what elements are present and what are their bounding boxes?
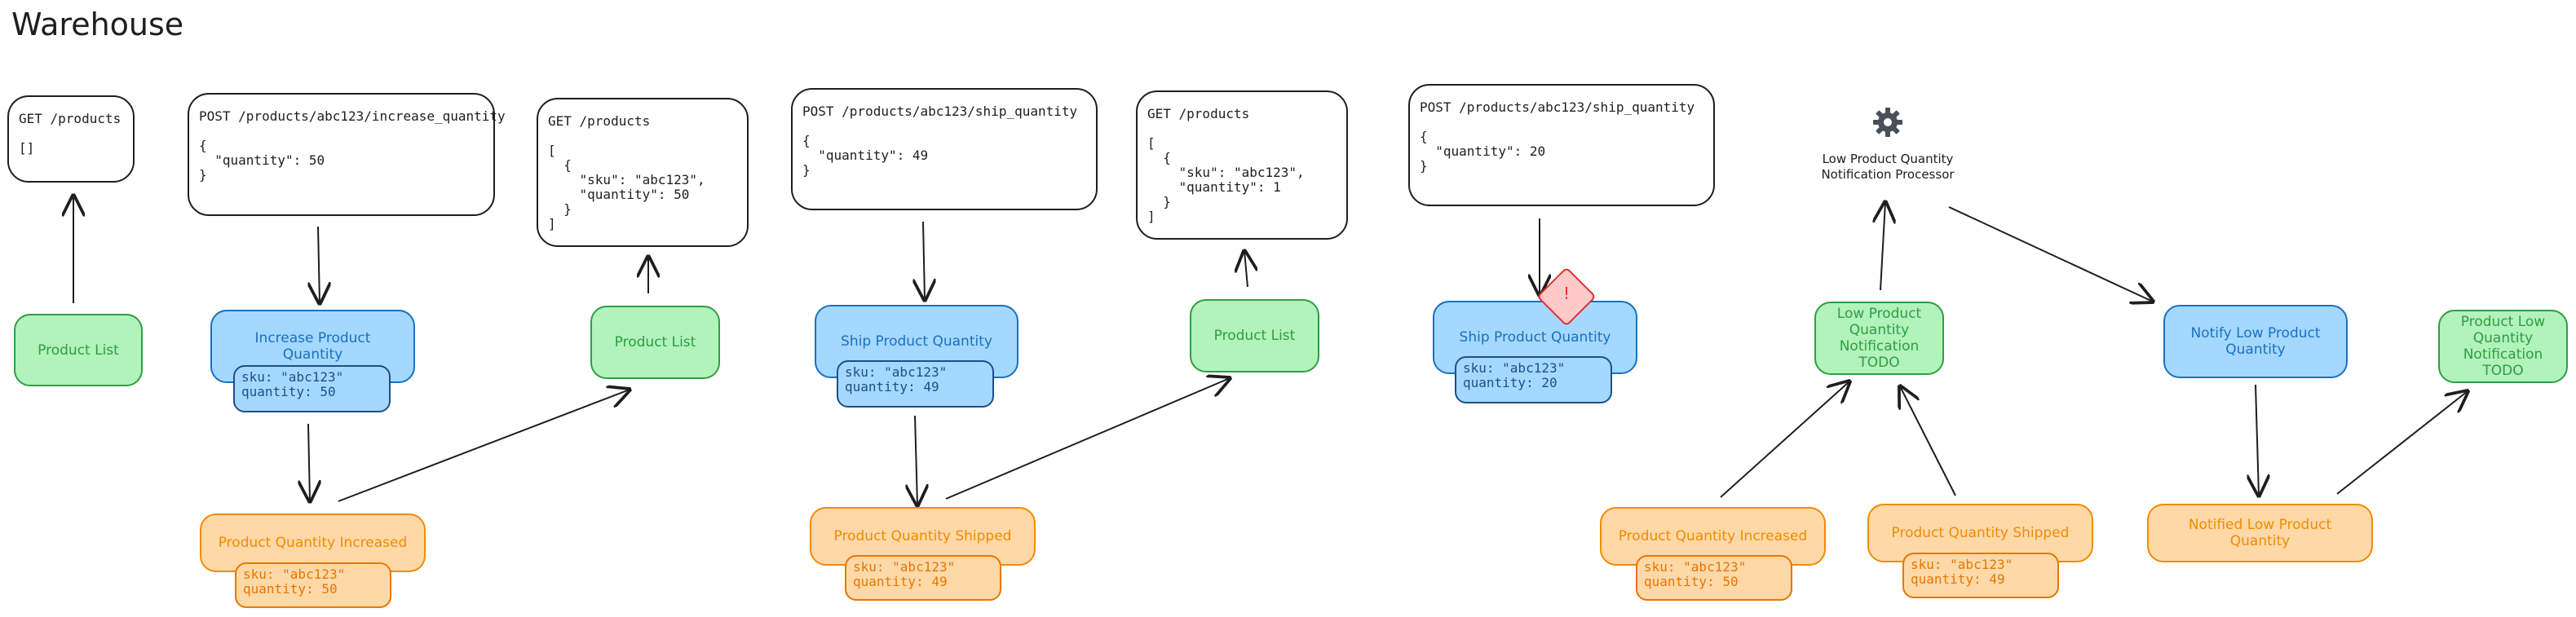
command-data-increase: sku: "abc123" quantity: 50 <box>233 365 391 412</box>
read-model-product-list-2: Product List <box>590 306 720 379</box>
arrow-event2-to-readmodel3 <box>945 378 1230 500</box>
read-model-product-low-quantity-todo: Product Low Quantity Notification TODO <box>2438 310 2568 383</box>
error-symbol: ! <box>1562 284 1571 303</box>
arrow-event4-to-readmodel4 <box>1900 386 1956 496</box>
request-post-increase-quantity: POST /products/abc123/increase_quantity … <box>188 93 506 216</box>
command-data-ship-2: sku: "abc123" quantity: 20 <box>1455 356 1612 403</box>
arrow-post2-to-command2 <box>923 221 925 300</box>
page-title: Warehouse <box>11 7 184 42</box>
request-post-ship-quantity-1: POST /products/abc123/ship_quantity { "q… <box>791 88 1098 210</box>
arrow-command1-to-event1 <box>308 423 310 501</box>
event-data-shipped-2: sku: "abc123" quantity: 49 <box>1902 553 2059 598</box>
arrow-post1-to-command1 <box>318 226 320 303</box>
request-get-products-3: GET /products [ { "sku": "abc123", "quan… <box>1136 90 1348 240</box>
read-model-product-list-1: Product List <box>14 314 143 386</box>
arrow-processor-to-command4 <box>1948 206 2153 302</box>
read-model-low-quantity-todo: Low Product Quantity Notification TODO <box>1814 302 1944 375</box>
processor-label: Low Product Quantity Notification Proces… <box>1821 152 1955 182</box>
request-get-products-2: GET /products [ { "sku": "abc123", "quan… <box>537 98 749 247</box>
arrow-command2-to-event2 <box>915 415 917 505</box>
event-data-increased-2: sku: "abc123" quantity: 50 <box>1636 555 1792 601</box>
request-post-ship-quantity-2: POST /products/abc123/ship_quantity { "q… <box>1408 84 1715 206</box>
gear-icon <box>1871 106 1904 139</box>
event-notified-low-product-quantity: Notified Low Product Quantity <box>2147 504 2373 562</box>
read-model-product-list-3: Product List <box>1190 299 1319 372</box>
arrow-readmodel4-to-processor <box>1880 202 1885 291</box>
request-get-products-1: GET /products [] <box>7 95 135 183</box>
arrow-event1-to-readmodel2 <box>338 390 630 502</box>
arrow-event5-to-readmodel5 <box>2336 391 2468 495</box>
event-data-increased-1: sku: "abc123" quantity: 50 <box>235 562 391 608</box>
event-data-shipped-1: sku: "abc123" quantity: 49 <box>845 555 1001 601</box>
command-data-ship-1: sku: "abc123" quantity: 49 <box>837 360 994 408</box>
arrow-readmodel3-to-get3 <box>1244 251 1248 288</box>
arrow-event3-to-readmodel4 <box>1720 381 1849 498</box>
command-notify-low-product-quantity: Notify Low Product Quantity <box>2163 305 2348 378</box>
arrow-command4-to-event5 <box>2256 384 2259 496</box>
